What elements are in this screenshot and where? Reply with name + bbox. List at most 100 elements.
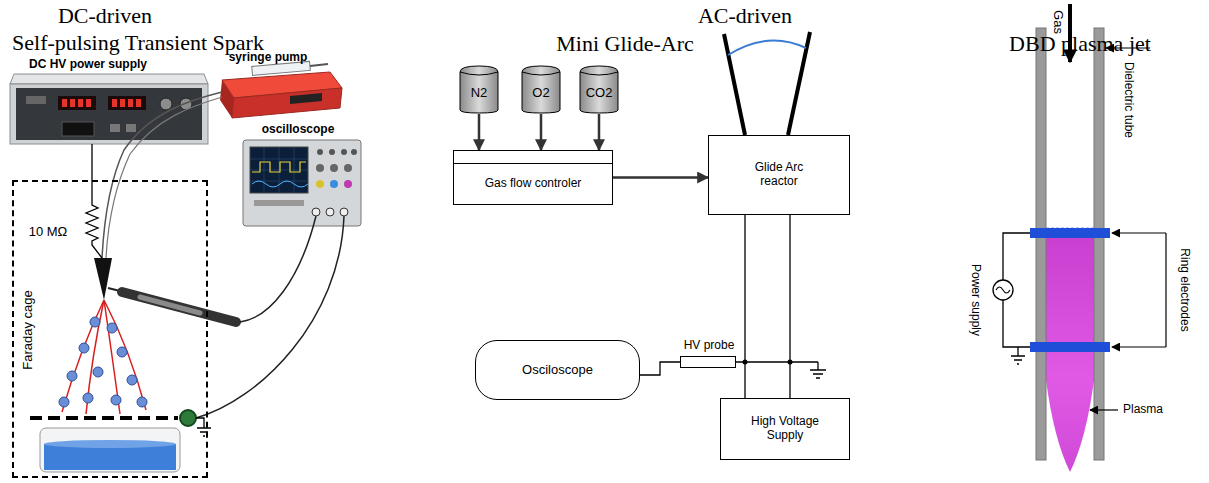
oscilloscope-device: [330, 180, 338, 188]
oscilloscope-box: Osciloscope: [475, 340, 640, 400]
node-text: N2: [471, 86, 488, 101]
probe-wiring: [736, 362, 826, 378]
glide-arc-electrodes: [788, 32, 810, 135]
oscilloscope-device: [243, 140, 361, 226]
cylinder-shape: [580, 66, 618, 113]
hv-probe-pen: [108, 288, 236, 322]
probe-cable: [196, 216, 344, 418]
wire: [640, 362, 680, 375]
syringe-pump-device: [310, 64, 328, 66]
flow-arrow: [613, 176, 708, 179]
petri-dish: [44, 440, 176, 448]
section-heading: Mini Glide-Arc: [556, 32, 693, 56]
probe-box: HV probe: [680, 356, 736, 368]
power-supply-device: [126, 124, 136, 132]
droplets: [111, 395, 121, 405]
spark-filaments: [62, 300, 104, 412]
hv-probe-pen: [140, 297, 200, 313]
petri-dish: [40, 428, 180, 472]
tube-wire: [106, 97, 222, 258]
node-text: HV probe: [684, 339, 735, 353]
power-supply-device: [26, 96, 46, 104]
oscilloscope-device: [316, 180, 324, 188]
oscilloscope-device: [317, 149, 323, 155]
oscilloscope-device: [341, 149, 347, 155]
glide-arc-electrodes: [724, 32, 810, 135]
power-supply-device: [78, 99, 83, 107]
current-probe: [180, 410, 196, 426]
dbd-jet: [1090, 409, 1118, 410]
gas-cylinder: CO2: [578, 64, 620, 114]
power-supply-device: [112, 99, 117, 107]
oscilloscope-device: [254, 200, 304, 206]
dbd-jet: [1112, 346, 1166, 347]
droplets: [59, 397, 69, 407]
node-text: CO2: [586, 86, 613, 101]
needle-electrode: [94, 258, 112, 300]
part-label: Plasma: [1123, 403, 1163, 416]
oscilloscope-device: [243, 140, 361, 226]
device-label: DC HV power supply: [29, 58, 147, 71]
power-supply-device: [10, 74, 208, 84]
droplets: [93, 367, 103, 377]
droplets: [79, 343, 89, 353]
power-supply-device: [160, 98, 172, 110]
syringe-pump-device: [220, 80, 234, 118]
power-supply-device: [110, 124, 120, 132]
dbd-jet: [1165, 233, 1166, 347]
petri-dish: [40, 428, 180, 472]
node-text: O2: [532, 86, 549, 101]
flow-arrow: [598, 114, 601, 150]
cylinder-shape: [460, 72, 498, 75]
oscilloscope-device: [250, 147, 308, 193]
dbd-jet: [1112, 232, 1166, 233]
power-supply-device: [62, 99, 67, 107]
part-label: Ring electrodes: [1177, 248, 1190, 331]
device-label: syringe pump: [229, 51, 308, 64]
wire: [744, 215, 745, 398]
droplets: [107, 323, 117, 333]
oscilloscope-device: [351, 149, 357, 155]
dbd-jet: [1036, 28, 1046, 460]
section-heading: AC-driven: [698, 4, 792, 28]
wire: [789, 215, 790, 398]
dbd-jet: [1094, 28, 1104, 460]
controller-band: [454, 151, 612, 164]
flow-arrow: [478, 114, 481, 150]
oscilloscope-device: [330, 164, 338, 172]
syringe-pump-device: [220, 61, 342, 118]
oscilloscope-device: [250, 147, 308, 193]
power-supply-device: [120, 99, 125, 107]
cylinder-shape: [522, 72, 560, 75]
gas-cylinder: O2: [520, 64, 562, 114]
section-heading: DC-driven: [58, 4, 152, 28]
oscilloscope-device: [316, 164, 324, 172]
oscilloscope-device: [344, 180, 352, 188]
syringe-pump-device: [232, 88, 342, 118]
power-supply-device: [136, 99, 141, 107]
dbd-jet: [993, 4, 1166, 472]
dbd-jet: [1030, 342, 1110, 352]
tube-wire: [102, 92, 222, 258]
reactor-box: Glide Arc reactor: [708, 135, 850, 215]
node-text: Osciloscope: [522, 363, 593, 378]
droplets: [117, 347, 127, 357]
probe-cable: [240, 216, 316, 322]
syringe-pump-device: [290, 93, 322, 104]
oscilloscope-device: [326, 208, 334, 216]
controller-box: Gas flow controler: [453, 150, 613, 205]
dbd-jet: [993, 280, 1013, 300]
node-text: Faraday cage: [21, 290, 36, 370]
ground-grid: [30, 416, 178, 420]
power-supply-device: [16, 88, 202, 140]
flow-label: Gas: [1051, 10, 1065, 34]
oscilloscope-device: [344, 164, 352, 172]
spark-filaments: [104, 300, 146, 410]
hv-probe-pen: [122, 292, 236, 322]
probe-wiring: [736, 362, 826, 378]
glide-arc-electrodes: [728, 40, 806, 55]
resistor-value: 10 MΩ: [29, 225, 68, 239]
oscilloscope-device: [312, 208, 320, 216]
cylinder-shape: [460, 66, 498, 113]
